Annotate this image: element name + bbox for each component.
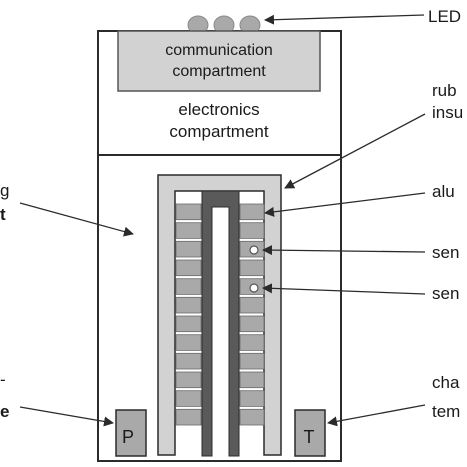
- temperature-box: [294, 409, 326, 457]
- aluminium-arrow: [264, 192, 426, 217]
- aluminium-core: [201, 190, 240, 457]
- left-plate-9: [175, 352, 202, 370]
- left-top-label-line2: t: [0, 205, 6, 224]
- pressure-box-label: P: [122, 427, 134, 447]
- communication-label-line1: communication: [165, 42, 273, 59]
- left-plate-stack: [175, 203, 202, 426]
- sensor-arrow-2: [262, 283, 426, 295]
- left-plate-3: [175, 240, 202, 258]
- rubber-arrow: [284, 113, 426, 189]
- left-plate-12: [175, 408, 202, 426]
- left-plate-2: [175, 222, 202, 239]
- left-plate-7: [175, 315, 202, 333]
- right-plate-6: [239, 296, 265, 314]
- led-arrow: [264, 14, 425, 25]
- sensor-marker-1: [249, 245, 259, 255]
- left-plate-1: [175, 203, 202, 221]
- right-plate-8: [239, 334, 265, 351]
- right-plate-10: [239, 371, 265, 389]
- pressure-box: [115, 409, 147, 457]
- left-plate-4: [175, 259, 202, 277]
- right-plate-stack: [239, 203, 265, 426]
- led-label: LED: [428, 7, 461, 26]
- right-plate-9: [239, 352, 265, 370]
- left-bottom-label-line1: -: [0, 370, 6, 389]
- left-bottom-arrow: [19, 406, 114, 427]
- chamber-label-line1: cha: [432, 373, 460, 392]
- right-plate-2: [239, 222, 265, 239]
- sensor-label-2: sen: [432, 284, 459, 303]
- right-plate-1: [239, 203, 265, 221]
- left-plate-10: [175, 371, 202, 389]
- electronics-label-line2: compartment: [169, 122, 268, 141]
- communication-label-line2: compartment: [172, 63, 266, 80]
- chamber-arrow: [327, 404, 426, 427]
- rubber-label-line2: insu: [432, 103, 463, 122]
- left-plate-11: [175, 390, 202, 407]
- outer-housing: [97, 30, 342, 462]
- left-plate-5: [175, 278, 202, 295]
- right-plate-4: [239, 259, 265, 277]
- temperature-box-label: T: [304, 427, 315, 447]
- sensor-label-1: sen: [432, 243, 459, 262]
- rubber-insulation: [157, 174, 282, 456]
- chamber-label-line2: tem: [432, 402, 460, 421]
- left-plate-6: [175, 296, 202, 314]
- left-plate-8: [175, 334, 202, 351]
- left-bottom-label-line2: e: [0, 402, 9, 421]
- electronics-label-line1: electronics: [178, 100, 259, 119]
- right-plate-11: [239, 390, 265, 407]
- left-top-label-line1: g: [0, 181, 9, 200]
- rubber-label-line1: rub: [432, 81, 457, 100]
- right-plate-7: [239, 315, 265, 333]
- right-plate-12: [239, 408, 265, 426]
- sensor-marker-2: [249, 283, 259, 293]
- left-top-arrow: [19, 202, 134, 237]
- communication-compartment: [117, 30, 321, 92]
- aluminium-label: alu: [432, 182, 455, 201]
- sensor-arrow-1: [262, 245, 426, 256]
